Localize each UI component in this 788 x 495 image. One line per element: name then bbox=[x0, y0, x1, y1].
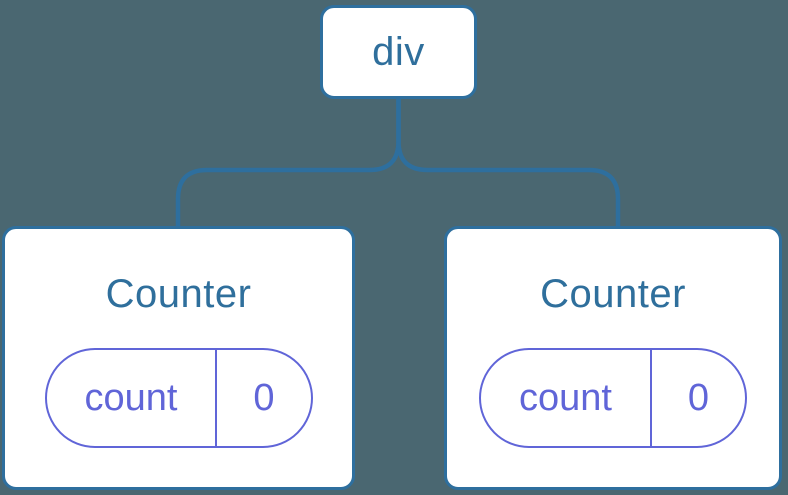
component-card-left: Counter count 0 bbox=[2, 226, 355, 490]
connector-branch-right bbox=[396, 97, 621, 228]
component-title: Counter bbox=[540, 272, 686, 316]
state-pill: count 0 bbox=[479, 348, 747, 448]
connector-branch-left bbox=[175, 97, 401, 228]
state-pill: count 0 bbox=[44, 348, 313, 448]
state-value: 0 bbox=[253, 376, 275, 419]
state-value: 0 bbox=[687, 376, 710, 419]
state-name: count bbox=[84, 376, 178, 419]
state-divider bbox=[649, 350, 652, 446]
component-title: Counter bbox=[105, 272, 252, 316]
root-node-label: div bbox=[372, 29, 425, 74]
state-divider bbox=[215, 350, 218, 446]
state-name: count bbox=[518, 376, 612, 419]
root-node: div bbox=[320, 5, 477, 99]
component-card-right: Counter count 0 bbox=[444, 226, 782, 490]
